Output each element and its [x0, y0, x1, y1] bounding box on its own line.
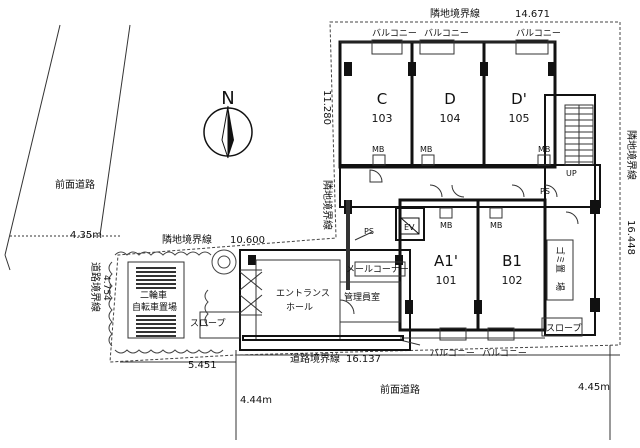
boundary-bottom-label: 道路境界線: [290, 352, 340, 365]
bike-label-2: 自転車置場: [132, 301, 177, 313]
boundary-right-length: 16.448: [625, 220, 636, 255]
bottom-road-edges: [120, 345, 620, 440]
unit-d-number: 104: [440, 112, 461, 125]
garbage-label-2: 場: [554, 282, 566, 291]
balcony-label-1: バルコニー: [372, 28, 417, 39]
garbage-label-1: ゴミ置: [554, 246, 566, 273]
garbage-room: [546, 239, 574, 301]
unit-d-letter: D: [444, 90, 456, 108]
manager-room-label: 管理員室: [344, 291, 380, 303]
balcony-label-4: バルコニー: [430, 348, 475, 359]
ps-label-1: PS: [364, 227, 374, 236]
bike-label-1: 二輪車: [140, 289, 167, 301]
slope-label-right: スロープ: [546, 323, 581, 334]
planting: [108, 249, 237, 354]
entrance-hall-label-2: ホール: [286, 302, 313, 313]
ps-label-2: PS: [540, 187, 550, 196]
boundary-mid-h-length: 10.600: [230, 235, 265, 246]
mb-label-4: MB: [440, 221, 452, 230]
balcony-label-2: バルコニー: [424, 28, 469, 39]
elevator: [395, 207, 425, 241]
balcony-label-3: バルコニー: [516, 28, 561, 39]
unit-b1-letter: B1: [502, 252, 522, 270]
up-label: UP: [566, 169, 577, 178]
north-compass: [203, 105, 253, 159]
north-label: N: [221, 88, 234, 109]
road-front-left: 前面道路: [55, 178, 95, 191]
unit-dp-number: 105: [509, 112, 530, 125]
left-road-edges: [4, 24, 131, 271]
boundary-left-label: 道路境界線: [89, 262, 102, 312]
unit-b1-number: 102: [502, 274, 523, 287]
boundary-top-label: 隣地境界線: [430, 7, 480, 20]
unit-dp-letter: D': [511, 90, 527, 108]
boundary-bottom-length: 16.137: [346, 354, 381, 365]
mail-corner-label: メールコーナー: [346, 264, 409, 275]
road-width-left: 4.35m: [70, 230, 102, 241]
mb-label-3: MB: [538, 145, 550, 154]
mb-label-2: MB: [420, 145, 432, 154]
site-boundary: [109, 21, 621, 363]
road-width-bottom-left: 4.44m: [240, 395, 272, 406]
entrance-hall-label-1: エントランス: [276, 288, 330, 299]
boundary-left-length: 4.754: [101, 275, 111, 301]
dim-5451: 5.451: [188, 360, 217, 371]
boundary-mid-v-label: 隣地境界線: [321, 180, 334, 230]
ev-label: EV: [404, 223, 415, 232]
boundary-mid-h-label: 隣地境界線: [162, 233, 212, 246]
entrance-hall: [239, 259, 341, 341]
boundary-top-length: 14.671: [515, 9, 550, 20]
unit-a1p-letter: A1': [434, 252, 458, 270]
balconies-top: [340, 39, 555, 55]
slope-label-left: スロープ: [190, 318, 225, 329]
mb-label-5: MB: [490, 221, 502, 230]
boundary-mid-v-length: 11.280: [321, 90, 332, 125]
bicycle-parking: [127, 261, 185, 339]
road-front-bottom: 前面道路: [380, 383, 420, 396]
boundary-right-label: 隣地境界線: [625, 130, 638, 180]
stairs: [564, 104, 594, 166]
road-width-bottom-right: 4.45m: [578, 382, 610, 393]
balconies-bottom: [400, 327, 545, 341]
unit-c-number: 103: [372, 112, 393, 125]
unit-c-letter: C: [377, 90, 387, 108]
mb-label-1: MB: [372, 145, 384, 154]
balcony-label-5: バルコニー: [482, 348, 527, 359]
unit-a1p-number: 101: [436, 274, 457, 287]
